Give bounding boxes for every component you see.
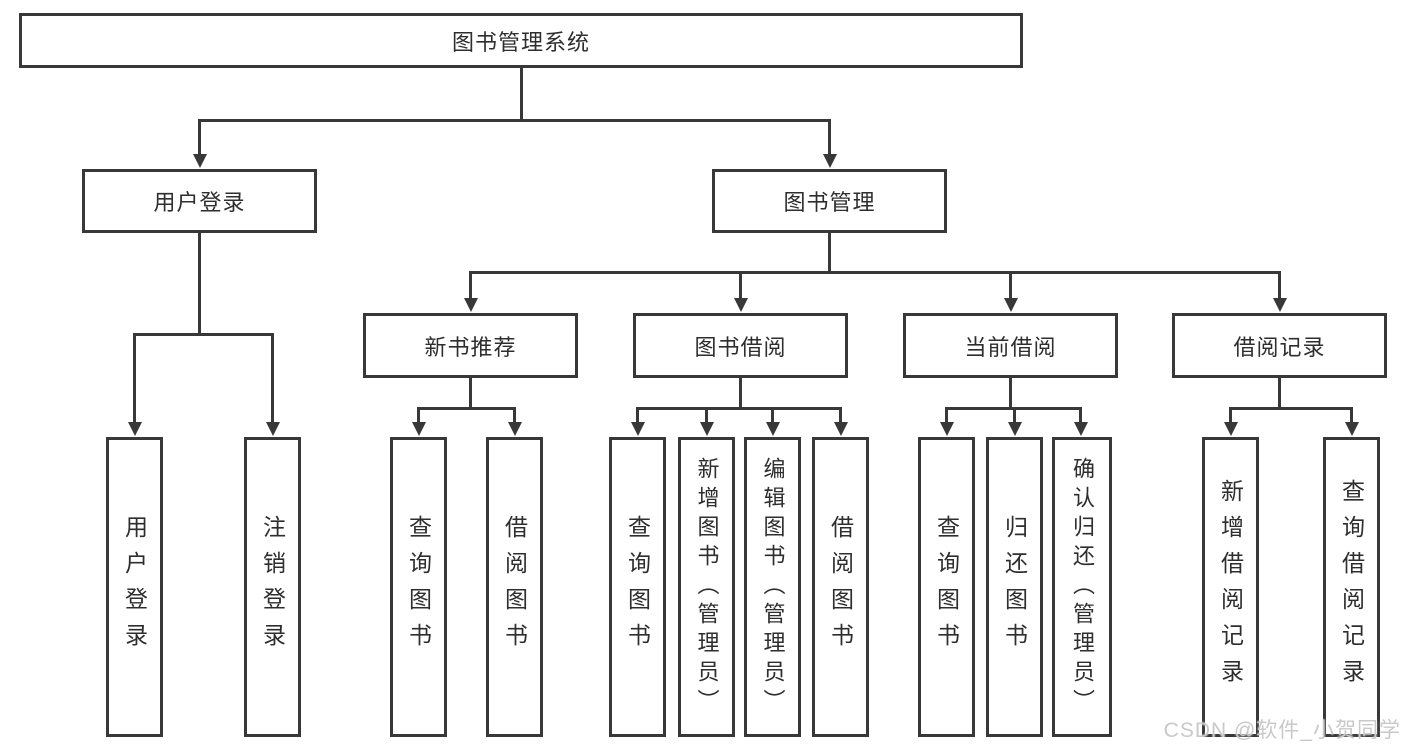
node-current-borrowing: 当前借阅 — [903, 313, 1118, 378]
arrow-to-current-borrowing — [1003, 271, 1018, 312]
node-borrowing-records: 借阅记录 — [1172, 313, 1387, 378]
arrow-to-book-management — [822, 119, 837, 168]
arrow-nb-borrow — [507, 407, 522, 436]
arrow-bb-query — [630, 407, 645, 436]
leaf-user-login-label: 用户登录 — [121, 515, 148, 659]
arrow-cb-return — [1007, 407, 1022, 436]
arrow-cb-query — [939, 407, 954, 436]
leaf-rec-add-record: 新增借阅记录 — [1202, 437, 1259, 737]
arrow-nb-query — [411, 407, 426, 436]
node-user-login: 用户登录 — [82, 169, 317, 233]
leaf-cb-query-books-label: 查询图书 — [933, 515, 960, 659]
connector-records-stub — [1278, 378, 1281, 408]
leaf-bb-borrow-books-label: 借阅图书 — [827, 515, 854, 659]
leaf-nb-borrow-books: 借阅图书 — [486, 437, 543, 737]
connector-borrowing-split — [636, 407, 842, 410]
connector-level3-split — [469, 271, 1281, 274]
node-book-management: 图书管理 — [712, 169, 947, 233]
arrow-rec-add — [1223, 407, 1238, 436]
leaf-bb-edit-books-admin: 编辑图书（管理员） — [744, 437, 801, 737]
leaf-bb-borrow-books: 借阅图书 — [812, 437, 869, 737]
arrow-to-new-book-recommend — [463, 271, 478, 312]
connector-user-login-split — [133, 333, 274, 336]
leaf-bb-query-books: 查询图书 — [609, 437, 666, 737]
connector-level2-split — [198, 119, 831, 122]
arrow-bb-add — [699, 407, 714, 436]
csdn-watermark: CSDN @软件_小贺同学 — [1163, 719, 1401, 742]
leaf-nb-borrow-books-label: 借阅图书 — [501, 515, 528, 659]
leaf-nb-query-books: 查询图书 — [390, 437, 447, 737]
leaf-bb-edit-books-admin-label: 编辑图书（管理员） — [760, 456, 786, 718]
node-root: 图书管理系统 — [19, 13, 1023, 68]
leaf-cb-query-books: 查询图书 — [918, 437, 975, 737]
leaf-rec-query-record: 查询借阅记录 — [1323, 437, 1380, 737]
leaf-bb-query-books-label: 查询图书 — [624, 515, 651, 659]
leaf-logout-label: 注销登录 — [259, 515, 286, 659]
leaf-cb-confirm-return-admin-label: 确认归还（管理员） — [1070, 456, 1095, 718]
arrow-to-borrowing-records — [1272, 271, 1287, 312]
leaf-cb-return-books-label: 归还图书 — [1001, 515, 1028, 659]
leaf-bb-add-books-admin-label: 新增图书（管理员） — [694, 456, 720, 718]
leaf-rec-query-record-label: 查询借阅记录 — [1338, 479, 1365, 695]
leaf-cb-return-books: 归还图书 — [986, 437, 1043, 737]
leaf-nb-query-books-label: 查询图书 — [405, 515, 432, 659]
leaf-rec-add-record-label: 新增借阅记录 — [1217, 479, 1244, 695]
connector-new-book-split — [417, 407, 516, 410]
connector-user-login-stub — [198, 233, 201, 334]
arrow-bb-borrow — [833, 407, 848, 436]
node-user-login-label: 用户登录 — [153, 190, 246, 215]
arrow-to-login-leaf — [127, 333, 142, 436]
connector-book-management-stub — [828, 233, 831, 272]
arrow-bb-edit — [765, 407, 780, 436]
leaf-logout: 注销登录 — [244, 437, 301, 737]
connector-borrowing-stub — [739, 378, 742, 408]
node-book-borrowing: 图书借阅 — [633, 313, 848, 378]
node-root-label: 图书管理系统 — [451, 29, 590, 55]
connector-new-book-stub — [469, 378, 472, 408]
leaf-cb-confirm-return-admin: 确认归还（管理员） — [1052, 437, 1112, 737]
arrow-to-logout-leaf — [265, 333, 280, 436]
leaf-bb-add-books-admin: 新增图书（管理员） — [678, 437, 735, 737]
node-book-management-label: 图书管理 — [783, 190, 876, 215]
arrow-cb-confirm — [1073, 407, 1088, 436]
node-new-book-recommend-label: 新书推荐 — [424, 334, 517, 360]
connector-root-stub — [519, 68, 523, 120]
node-borrowing-records-label: 借阅记录 — [1233, 334, 1326, 360]
connector-records-split — [1229, 407, 1353, 410]
node-book-borrowing-label: 图书借阅 — [694, 334, 787, 360]
connector-current-stub — [1009, 378, 1012, 408]
arrow-to-book-borrowing — [733, 271, 748, 312]
leaf-user-login: 用户登录 — [106, 437, 163, 737]
arrow-to-user-login — [192, 119, 207, 168]
node-current-borrowing-label: 当前借阅 — [964, 334, 1057, 360]
arrow-rec-query — [1344, 407, 1359, 436]
node-new-book-recommend: 新书推荐 — [363, 313, 578, 378]
